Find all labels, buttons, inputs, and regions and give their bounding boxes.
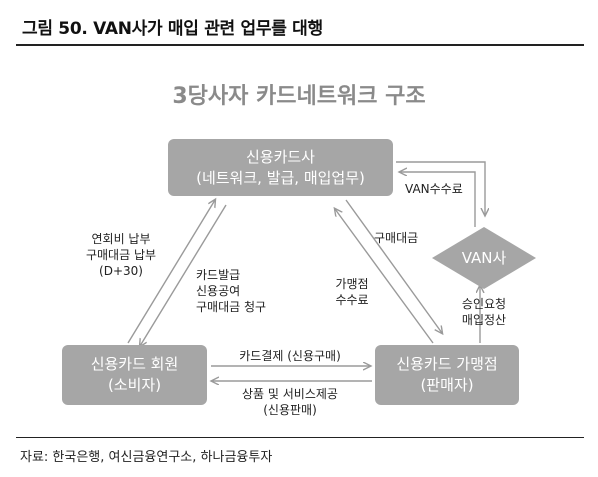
arrow-member-to-card [127, 200, 215, 344]
node-card-company: 신용카드사 (네트워크, 발급, 매입업무) [168, 139, 393, 196]
node-merchant-role: (판매자) [420, 376, 474, 394]
label-merchant-fee: 수수료 [335, 293, 369, 307]
label-merchant-to-member: 상품 및 서비스제공 (신용판매) [200, 386, 380, 418]
label-card-issue: 카드발급 [196, 268, 241, 282]
top-rule [16, 44, 584, 46]
label-d30: (D+30) [99, 264, 143, 278]
arrow-card-to-van [396, 161, 485, 215]
label-credit: 신용공여 [196, 284, 241, 298]
label-merchant-to-card: 가맹점 수수료 [322, 276, 382, 308]
label-card-to-merchant: 구매대금 [374, 230, 418, 246]
node-card-member-role: (소비자) [107, 376, 162, 394]
label-member-to-merchant: 카드결제 (신용구매) [200, 348, 380, 364]
label-goods-services: 상품 및 서비스제공 [242, 387, 338, 401]
label-van-fee-text: VAN수수료 [405, 182, 463, 196]
node-card-company-name: 신용카드사 [245, 147, 315, 166]
label-annual-fee: 연회비 납부 [91, 232, 151, 246]
arrow-card-to-merchant [345, 199, 442, 333]
label-member-to-card: 연회비 납부 구매대금 납부 (D+30) [66, 231, 176, 279]
van-node-label: VAN사 [461, 249, 507, 267]
label-credit-sale: (신용판매) [263, 403, 317, 417]
bottom-rule [16, 437, 584, 438]
source-note: 자료: 한국은행, 여신금융연구소, 하나금융투자 [20, 450, 273, 465]
node-merchant-name: 신용카드 가맹점 [396, 355, 498, 373]
label-van-to-merchant: 승인요청 매입정산 [444, 296, 524, 328]
label-approval-request: 승인요청 [461, 297, 507, 311]
arrow-card-to-member [140, 204, 227, 346]
node-card-member-name: 신용카드 회원 [90, 355, 179, 373]
label-billing: 구매대금 청구 [196, 300, 267, 314]
label-purchase-amount: 구매대금 [374, 231, 419, 245]
label-settlement: 매입정산 [461, 313, 507, 327]
diagram-title: 3당사자 카드네트워크 구조 [172, 84, 426, 109]
van-diamond [432, 227, 536, 289]
node-card-company-role: (네트워크, 발급, 매입업무) [196, 168, 365, 187]
node-merchant: 신용카드 가맹점 (판매자) [375, 345, 519, 405]
arrow-merchant-to-card [335, 209, 434, 344]
node-card-member: 신용카드 회원 (소비자) [62, 345, 207, 405]
arrow-van-to-card [400, 172, 476, 227]
label-card-payment: 카드결제 (신용구매) [239, 349, 341, 363]
label-payment: 구매대금 납부 [85, 248, 157, 262]
label-van-fee: VAN수수료 [405, 181, 463, 197]
figure-title: 그림 50. VAN사가 매입 관련 업무를 대행 [22, 19, 323, 39]
label-card-to-member: 카드발급 신용공여 구매대금 청구 [196, 267, 266, 315]
label-merchant: 가맹점 [335, 277, 369, 291]
